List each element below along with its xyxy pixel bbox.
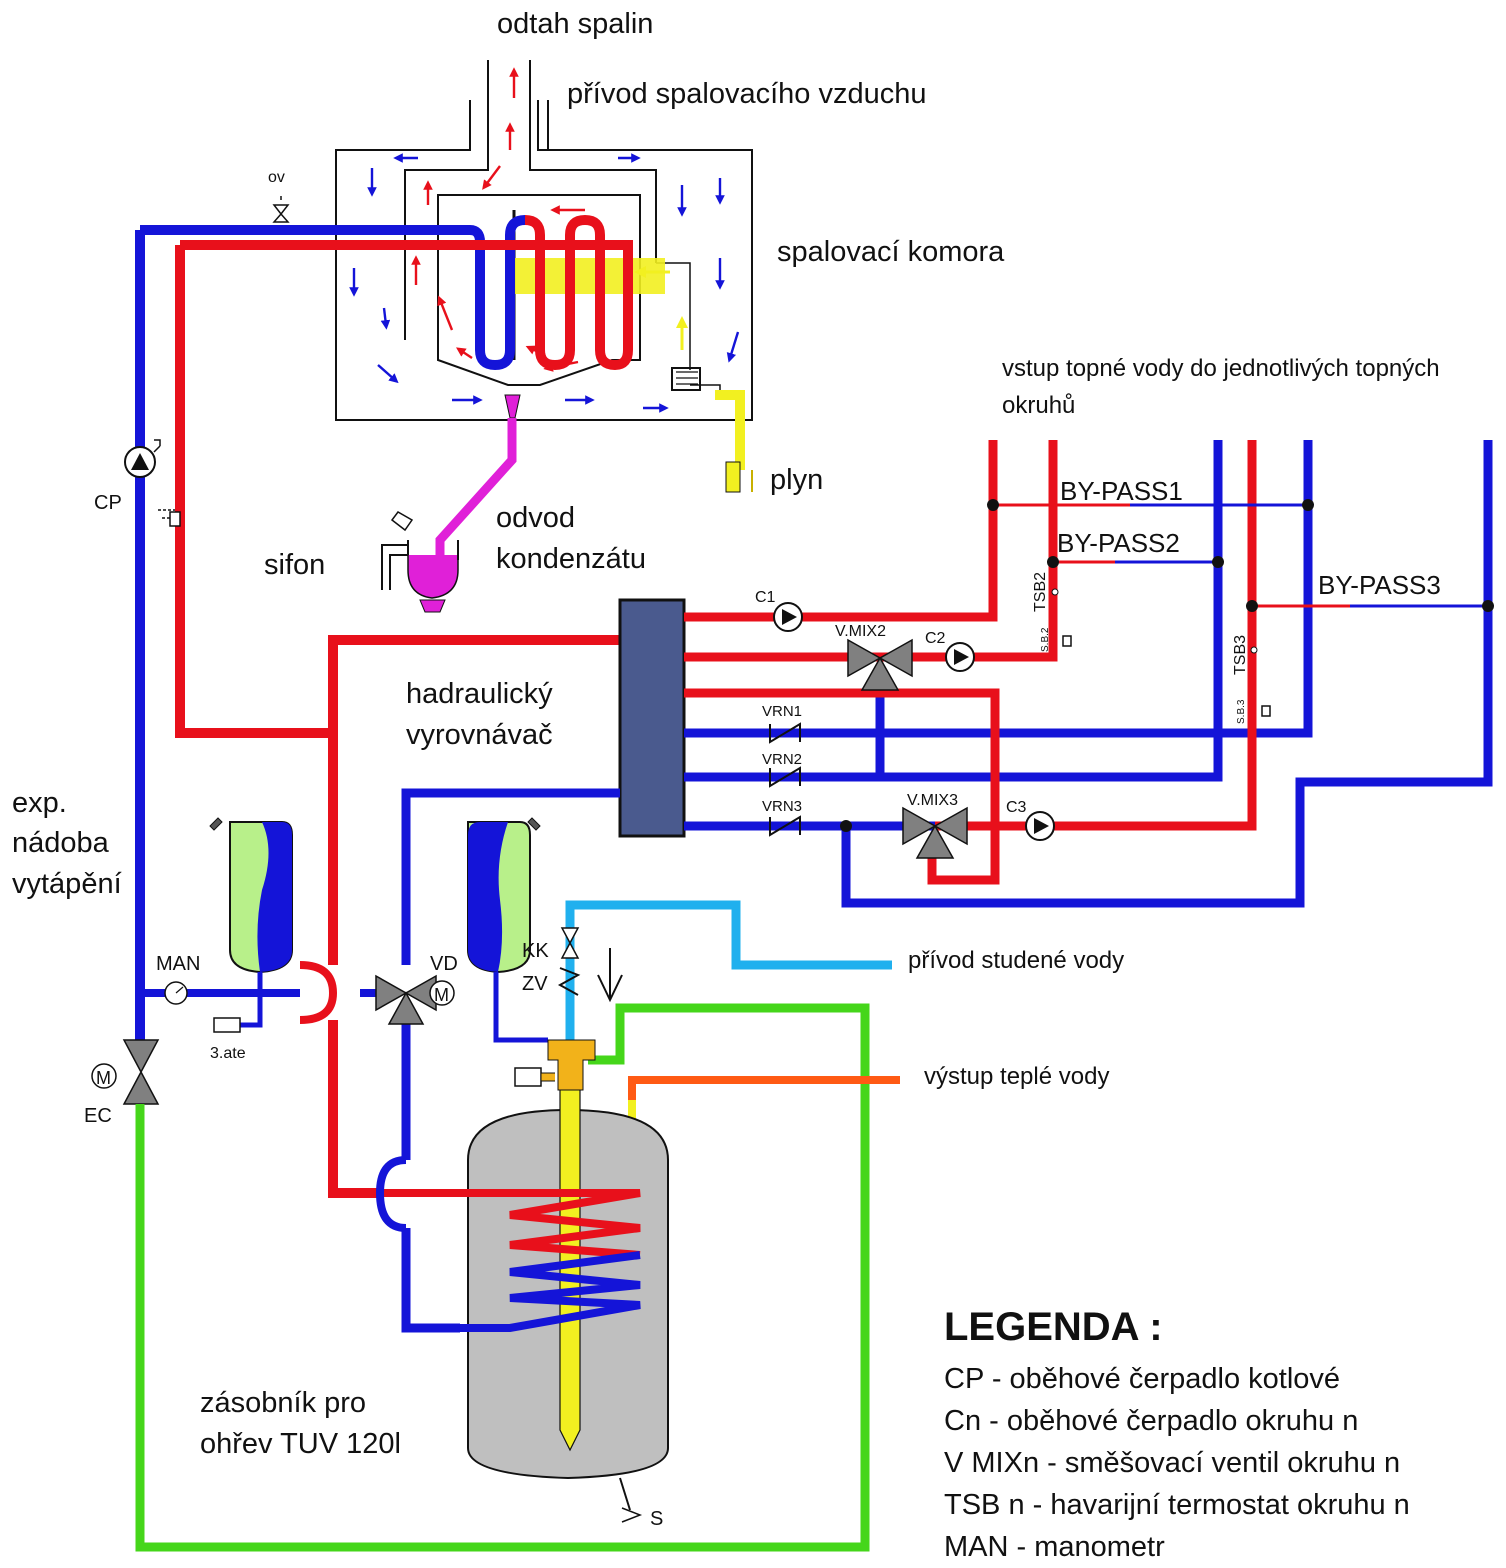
air-intake-label: přívod spalovacího vzduchu (567, 78, 927, 110)
heating-inlet-label-1: vstup topné vody do jednotlivých topných (1002, 355, 1440, 382)
hot-water-label: výstup teplé vody (924, 1063, 1110, 1090)
legend-item: Cn - oběhové čerpadlo okruhu n (944, 1405, 1359, 1437)
label-ate: 3.ate (210, 1045, 246, 1062)
label-bypass2: BY-PASS2 (1057, 528, 1180, 558)
label-vmix2: V.MIX2 (835, 623, 886, 640)
label-s: S (650, 1508, 663, 1530)
air-vent-valve (272, 196, 290, 223)
circuit-pumps (773, 602, 1055, 841)
label-tsb3: TSB3 (1232, 635, 1249, 675)
label-tsb2: TSB2 (1032, 572, 1049, 612)
expansion-label-2: nádoba (12, 827, 109, 859)
condensate-drain (381, 394, 521, 613)
legend-item: CP - oběhové čerpadlo kotlové (944, 1363, 1341, 1395)
cold-water-label: přívod studené vody (908, 947, 1125, 974)
label-c2: C2 (925, 630, 946, 647)
label-sb2: S.B.2 (1040, 627, 1051, 652)
ec-valve (91, 1039, 160, 1105)
legend-list: CP - oběhové čerpadlo kotlové Cn - oběho… (944, 1358, 1410, 1568)
hydraulic-separator (618, 598, 686, 838)
expansion-label-3: vytápění (12, 868, 122, 900)
circulation-loop (135, 1003, 870, 1552)
label-c1: C1 (755, 589, 776, 606)
condensate-label-1: odvod (496, 502, 576, 534)
expansion-vessels (209, 817, 548, 1043)
diagram-labels: ov CP MAN 3.ate EC M M VD KK ZV S BY-PAS… (84, 169, 1441, 1530)
siphon-label: sifon (264, 549, 326, 581)
label-bypass1: BY-PASS1 (1060, 476, 1183, 506)
heating-inlet-label-2: okruhů (1002, 392, 1076, 419)
boiler-pump (124, 439, 181, 527)
label-kk: KK (522, 940, 549, 962)
label-sb3: S.B.3 (1236, 699, 1247, 724)
label-vmix3: V.MIX3 (907, 792, 958, 809)
mixing-valves (847, 638, 968, 859)
flue-arrows (349, 67, 740, 413)
flue-label: odtah spalin (497, 8, 654, 40)
tank-label-2: ohřev TUV 120l (200, 1428, 401, 1460)
label-vd: VD (430, 953, 458, 975)
label-ec: EC (84, 1105, 112, 1127)
hydraulic-label-1: hadraulický (406, 678, 553, 710)
label-m-ec: M (96, 1068, 111, 1088)
condensate-label-2: kondenzátu (496, 543, 646, 575)
bypass-lines (840, 499, 1494, 832)
label-c3: C3 (1006, 799, 1027, 816)
label-cp: CP (94, 492, 122, 514)
label-ov: ov (268, 169, 285, 186)
diverter-valve (375, 974, 455, 1025)
hot-water-pipe (628, 1076, 900, 1168)
label-bypass3: BY-PASS3 (1318, 570, 1441, 600)
label-vrn2: VRN2 (762, 751, 802, 768)
hydraulic-label-2: vyrovnávač (406, 719, 553, 751)
dhw-tank (375, 1039, 669, 1523)
legend-item: V MIXn - směšovací ventil okruhu n (944, 1447, 1401, 1479)
cold-water-pipe (557, 900, 892, 1040)
legend-item: TSB n - havarijní termostat okruhu n (944, 1489, 1410, 1521)
combustion-chamber-label: spalovací komora (777, 236, 1005, 268)
boiler-circuit-pipes (135, 230, 620, 1198)
label-vrn3: VRN3 (762, 798, 802, 815)
manometer-line (140, 961, 378, 1033)
label-vrn1: VRN1 (762, 703, 802, 720)
safety-thermostats (1051, 588, 1271, 717)
label-zv: ZV (522, 973, 548, 995)
label-man: MAN (156, 953, 200, 975)
expansion-label-1: exp. (12, 787, 67, 819)
legend-title: LEGENDA : (944, 1305, 1163, 1349)
label-m-vd: M (434, 985, 449, 1005)
legend-item: MAN - manometr (944, 1531, 1165, 1563)
gas-label: plyn (770, 464, 824, 496)
check-valves (769, 722, 801, 837)
gas-pipe (515, 258, 753, 493)
tank-label-1: zásobník pro (200, 1387, 367, 1419)
